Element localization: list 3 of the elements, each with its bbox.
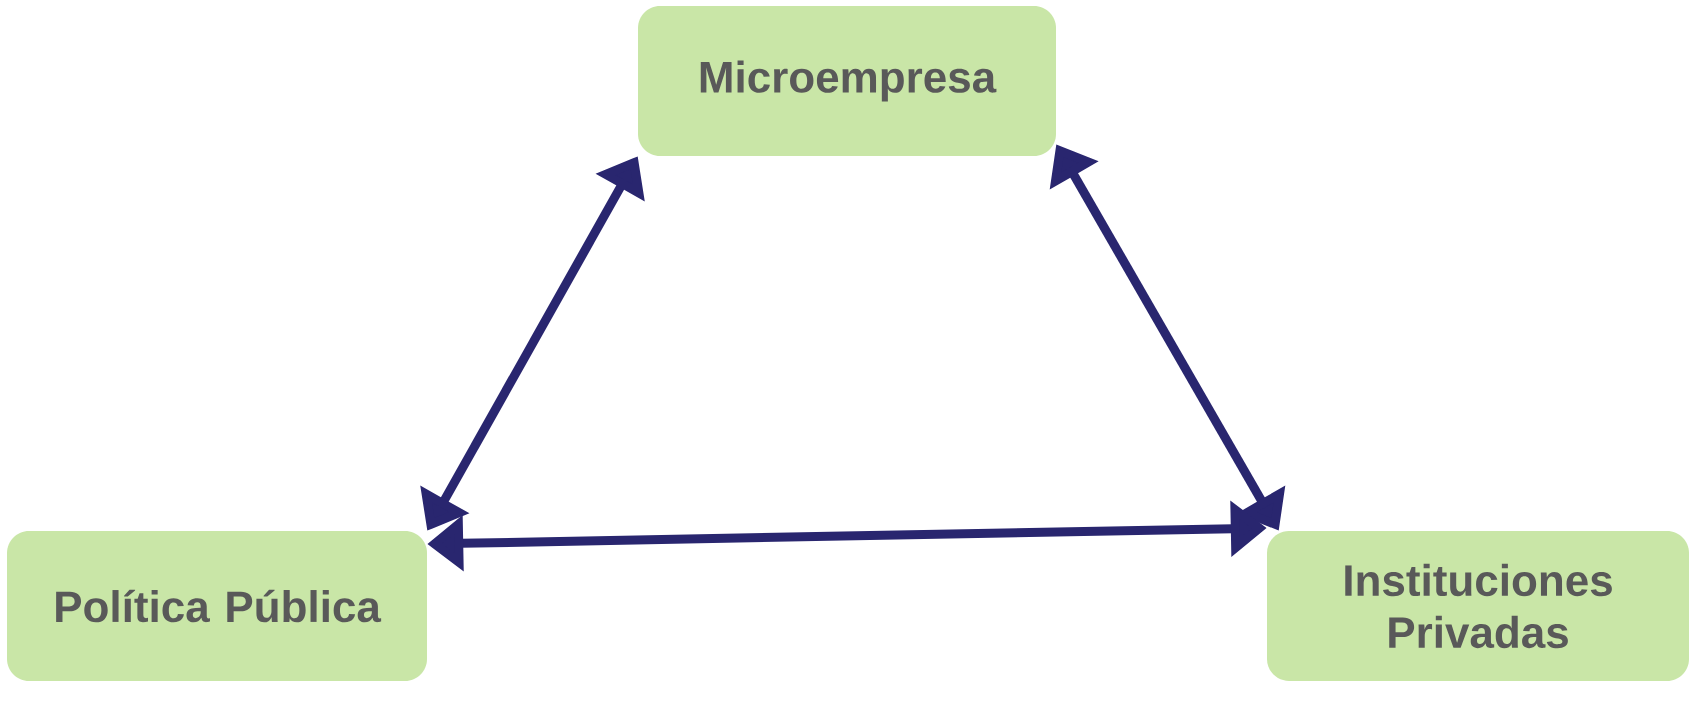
process-box: Instituciones Privadas [1267,531,1689,681]
process-box: Microempresa [638,6,1056,156]
process-box: Política Pública [7,531,427,681]
